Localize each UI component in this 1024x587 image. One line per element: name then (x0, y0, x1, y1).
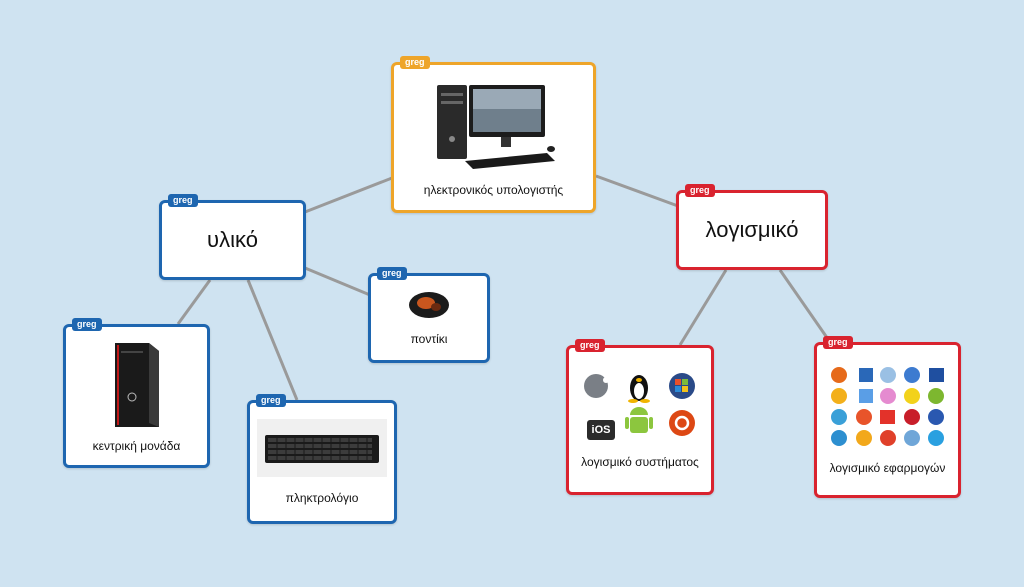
author-tag: greg (168, 194, 198, 207)
node-mouse-label: ποντίκι (410, 332, 448, 346)
node-computer[interactable]: greg ηλεκτρονικός υπολογιστής (391, 56, 596, 213)
ios-badge: iOS (587, 420, 615, 440)
node-hardware[interactable]: greg υλικό (159, 194, 306, 280)
operating-systems-icon (584, 373, 695, 436)
desktop-computer-icon (436, 85, 555, 169)
node-system-software[interactable]: greg iOS λογισμικό συστήματος (566, 339, 714, 495)
mouse-icon (409, 292, 449, 318)
node-mouse[interactable]: greg ποντίκι (368, 267, 490, 363)
author-tag: greg (823, 336, 853, 349)
author-tag: greg (256, 394, 286, 407)
author-tag: greg (685, 184, 715, 197)
keyboard-icon (257, 419, 387, 477)
node-keyboard[interactable]: greg πληκτρολόγιο (247, 394, 397, 524)
author-tag: greg (72, 318, 102, 331)
node-computer-label: ηλεκτρονικός υπολογιστής (423, 183, 564, 197)
ios-badge-label: iOS (591, 424, 611, 436)
author-tag: greg (575, 339, 605, 352)
node-cpu[interactable]: greg κεντρική μονάδα (63, 318, 210, 468)
author-tag: greg (400, 56, 430, 69)
node-hardware-label: υλικό (207, 227, 258, 252)
node-software-label: λογισμικό (705, 217, 799, 242)
node-software[interactable]: greg λογισμικό (676, 184, 828, 270)
edge-software-apps (778, 269, 832, 343)
edge-hardware-keyboard (246, 279, 299, 401)
node-application-software-label: λογισμικό εφαρμογών (829, 461, 946, 475)
edge-computer-software (595, 174, 679, 208)
pc-tower-icon (114, 343, 159, 427)
edge-hardware-cpu (176, 279, 212, 325)
edge-hardware-mouse (304, 266, 371, 297)
author-tag: greg (377, 267, 407, 280)
node-keyboard-label: πληκτρολόγιο (285, 491, 359, 505)
node-application-software[interactable]: greg λογισμικό εφαρμογών (814, 336, 961, 498)
node-system-software-label: λογισμικό συστήματος (581, 455, 699, 469)
edge-computer-hardware (304, 176, 393, 214)
node-cpu-label: κεντρική μονάδα (92, 439, 181, 453)
edge-software-system (678, 269, 728, 346)
applications-icon (830, 367, 944, 446)
